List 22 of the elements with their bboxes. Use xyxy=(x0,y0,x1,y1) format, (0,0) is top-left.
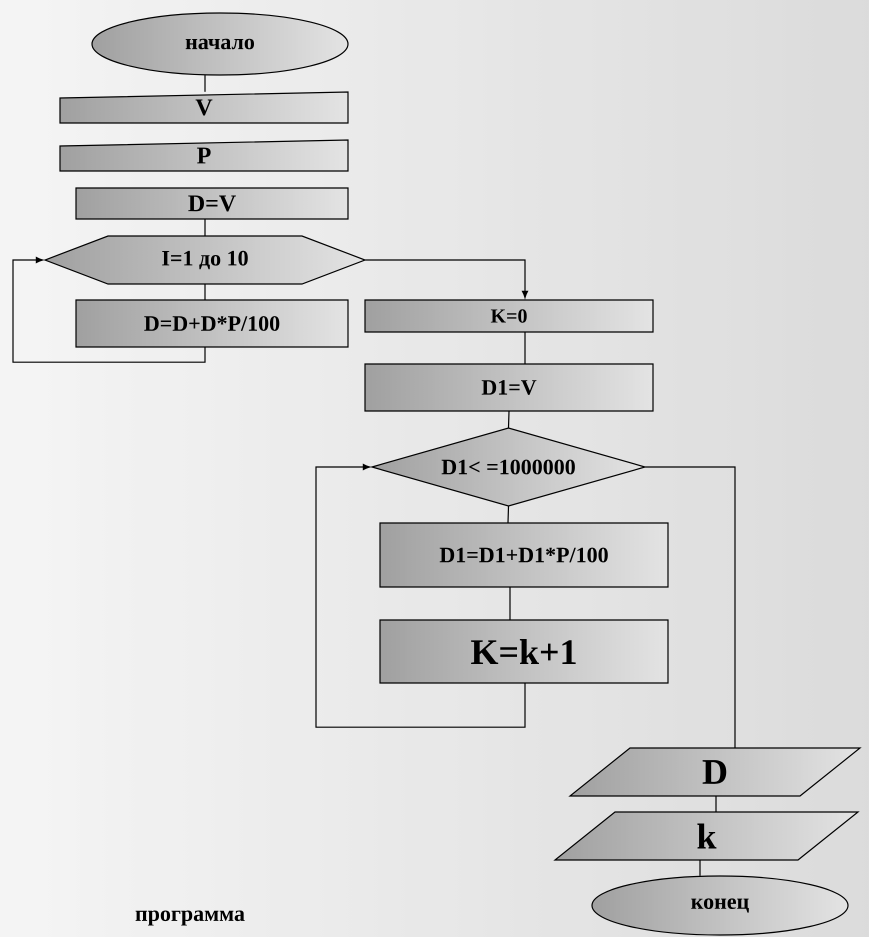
process-box: D=D+D*P/100 xyxy=(75,299,349,348)
input-box: V xyxy=(59,91,349,124)
caption-text: программа xyxy=(136,910,245,926)
connector-line xyxy=(507,506,510,523)
arrow xyxy=(12,256,206,363)
arrow xyxy=(365,259,528,298)
process-box: D=V xyxy=(75,187,349,220)
process-box: D1=V xyxy=(364,363,654,412)
connector-line xyxy=(508,411,510,428)
connector-line xyxy=(509,587,511,620)
connector-line xyxy=(204,75,206,92)
process-box: D1=D1+D1*P/100 xyxy=(379,522,669,588)
input-box: P xyxy=(59,139,349,172)
connector-line xyxy=(524,332,526,364)
arrow xyxy=(315,464,526,728)
process-box: K=0 xyxy=(364,299,654,333)
connector-line xyxy=(699,860,701,876)
connector-line xyxy=(715,796,717,812)
connector-line xyxy=(204,219,206,236)
connector-line xyxy=(645,466,736,748)
process-box: K=k+1 xyxy=(379,619,669,684)
connector-line xyxy=(204,284,206,300)
